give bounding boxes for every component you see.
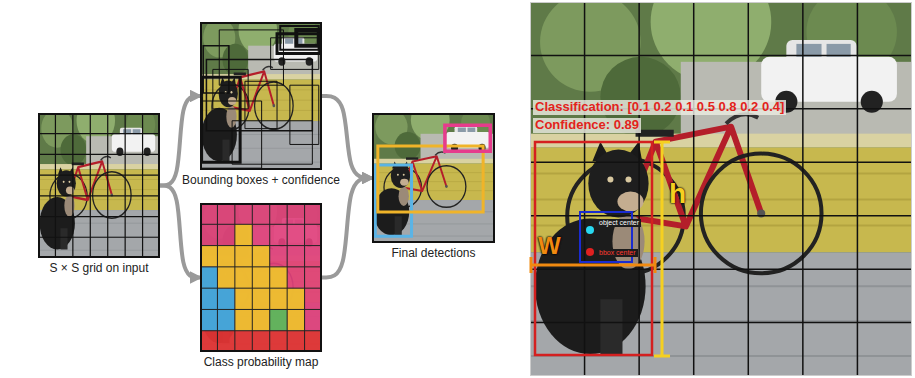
bounding-box-panel: Bounding boxes + confidence [200,22,322,170]
class-probability-cells [200,203,322,352]
grid [530,2,912,376]
object-center-label: object center [597,219,641,227]
flow-arrow [322,178,372,278]
candidate-box [277,34,320,54]
panel-caption: Bounding boxes + confidence [180,173,342,187]
width-dimension [530,257,655,273]
flow-arrow [160,186,200,278]
panel-caption: Class probability map [202,355,321,369]
detections-panel: Final detections [372,113,495,243]
class-map-panel: Class probability map [200,203,322,352]
panel-caption: S × S grid on input [47,261,150,275]
car-detection-box [445,125,490,151]
input-photo [200,187,322,352]
input-photo [38,98,160,258]
input-photo [372,99,495,243]
example-photo [530,0,912,376]
class-region-green [270,309,287,330]
classification-vector: Classification: [0.1 0.2 0.1 0.5 0.8 0.2… [533,100,786,115]
candidate-boxes [201,26,321,168]
connectors [160,96,372,278]
dog-detection-box [375,165,411,236]
bike-detection-box [378,146,483,212]
object-center-dot [586,226,594,234]
photo-frame [531,3,912,376]
flow-arrow [322,96,372,178]
grid-lines [530,2,912,376]
bounding-box [535,142,652,355]
grid [38,113,160,258]
input-photo [200,6,322,170]
bbox-center-label: bbox center [597,249,638,257]
detection-boxes [375,125,490,236]
candidate-box [202,77,241,162]
candidate-box [280,26,319,50]
confidence-score: Confidence: 0.89 [533,118,641,133]
height-dimension [654,142,670,356]
grid-lines [200,203,322,352]
width-label: W [536,232,563,260]
candidate-box [213,69,248,109]
candidate-box [232,121,312,164]
bbox-center-dot [586,248,594,256]
candidate-box [290,85,319,144]
candidate-box [206,60,312,131]
height-label: h [667,178,688,210]
candidate-box [245,81,277,128]
candidate-box [201,101,262,168]
class-region-red [200,331,322,352]
panel-caption: Final detections [389,246,477,260]
grid-lines [38,113,160,258]
candidate-box [296,30,318,46]
input-grid-panel: S × S grid on input [38,113,160,258]
